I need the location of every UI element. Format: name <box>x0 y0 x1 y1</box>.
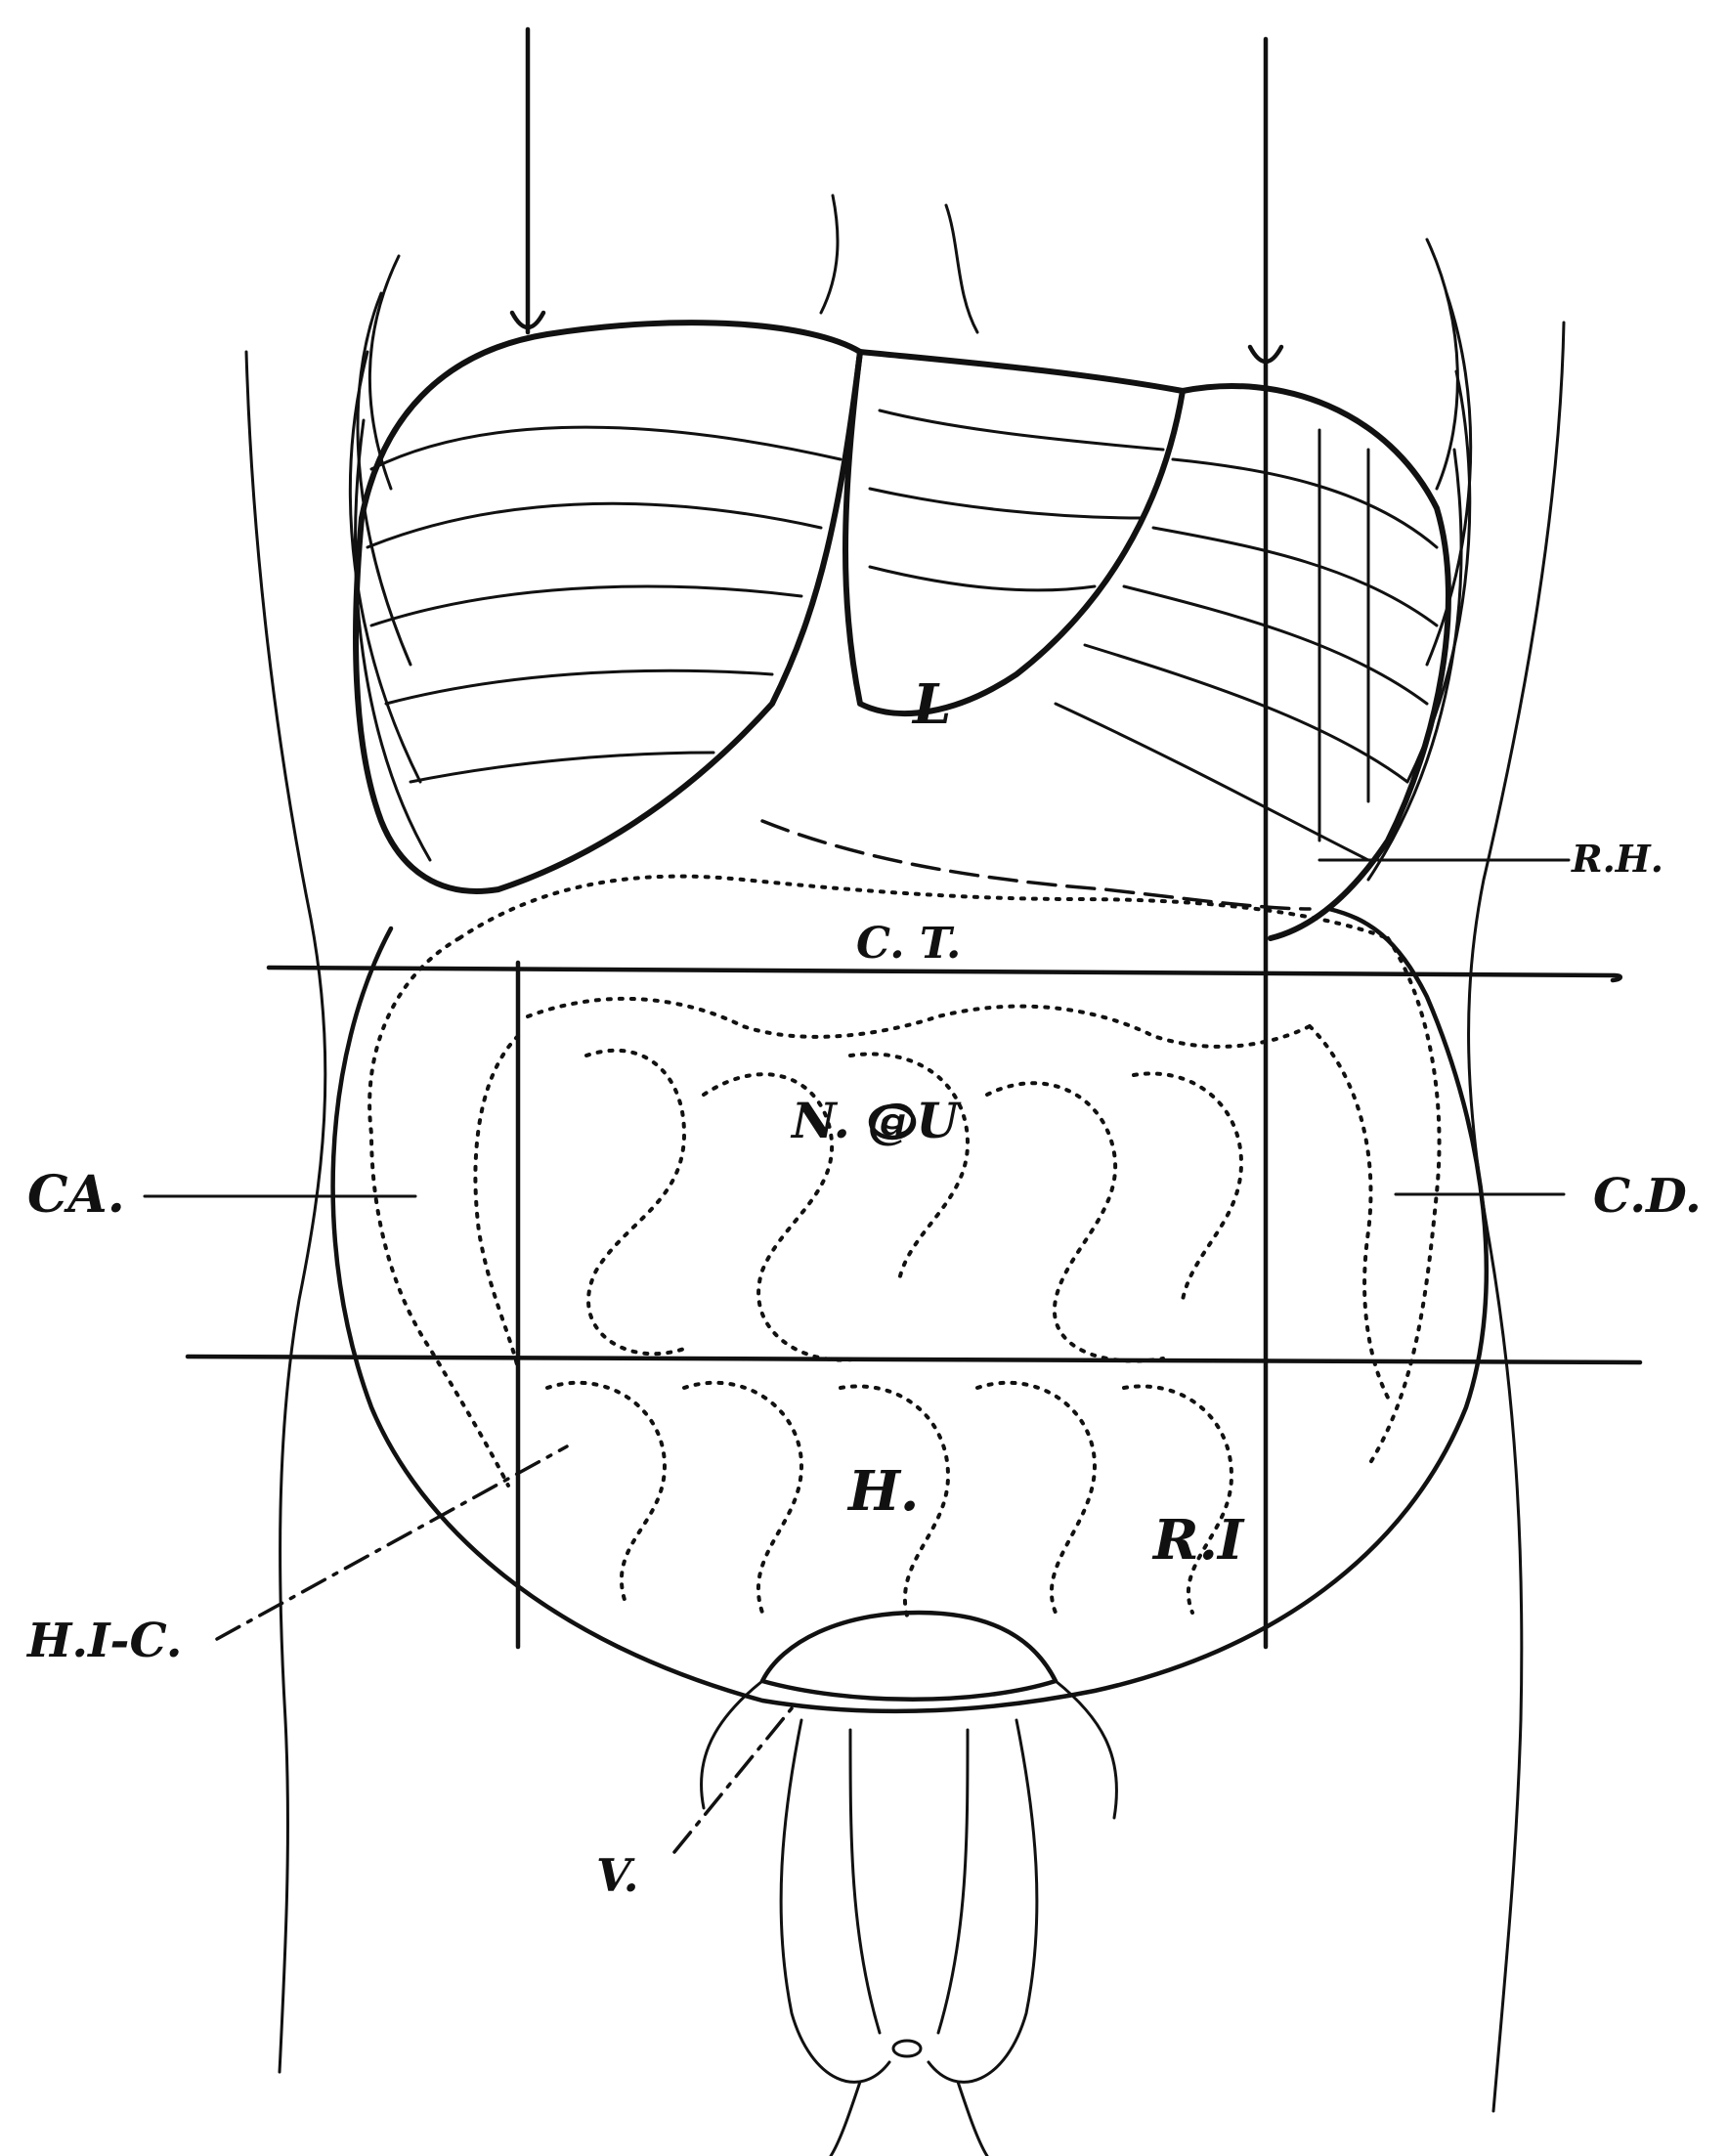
body-outline <box>246 323 1564 2111</box>
vertical-guide-lines <box>512 29 1281 1647</box>
liver <box>356 323 860 891</box>
rib-cage <box>350 195 1470 880</box>
genitals <box>702 1681 1117 2156</box>
label-liver-stomach: L <box>911 672 951 737</box>
label-right-hypochondriac: R.H. <box>1571 837 1663 881</box>
label-hypogastric: H. <box>846 1459 919 1524</box>
colon-outlines <box>369 938 1439 1486</box>
right-rib-region <box>1056 386 1448 938</box>
bladder <box>762 1613 1056 1700</box>
label-bladder: V. <box>596 1849 639 1902</box>
label-right-iliac: R.I <box>1151 1508 1245 1573</box>
label-descending-colon: C.D. <box>1593 1169 1702 1224</box>
label-hypogastric-iliac-colon: H.I-C. <box>25 1614 183 1668</box>
label-umbilical-region: N. @U <box>790 1092 962 1149</box>
label-ascending-colon: CA. <box>27 1165 125 1225</box>
label-transverse-colon: C. T. <box>856 919 961 969</box>
